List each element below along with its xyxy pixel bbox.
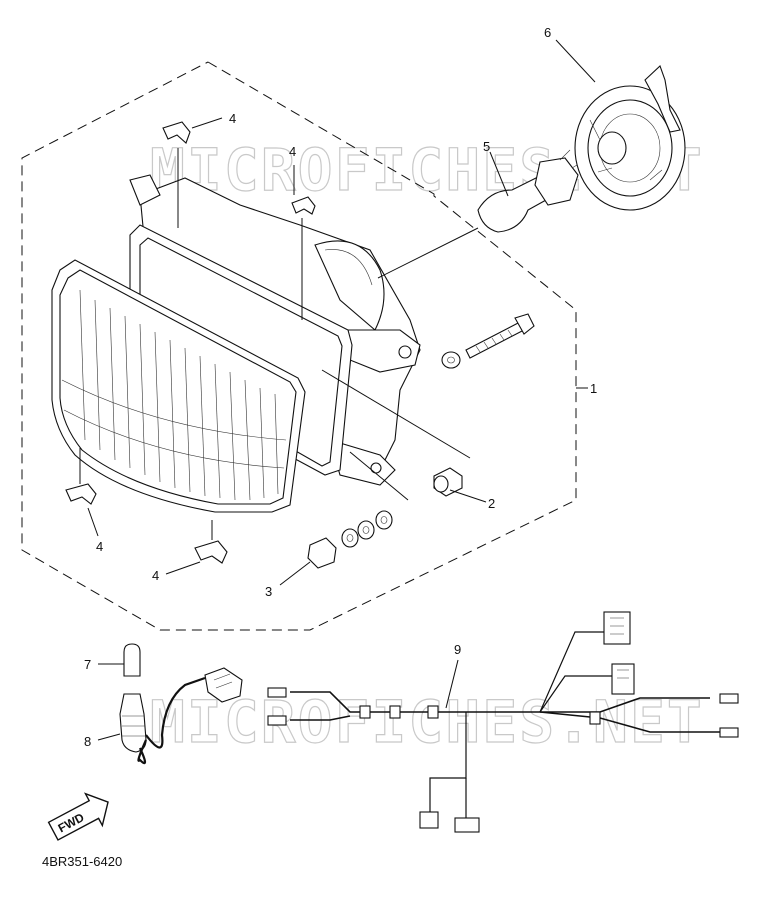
small-bulb: [98, 643, 141, 677]
callout-4-bottom-center: 4: [152, 568, 159, 583]
callout-7: 7: [84, 657, 91, 672]
lens-ribs: [61, 289, 287, 501]
callout-4-top-center: 4: [289, 144, 296, 159]
forward-arrow: FWD: [47, 792, 109, 841]
callout-1: 1: [590, 381, 597, 396]
callout-4-top-left: 4: [229, 111, 236, 126]
washer: [441, 351, 461, 369]
position-bulb-socket: [433, 467, 463, 497]
socket-cord: [97, 667, 243, 765]
assembly-boundary: [21, 61, 577, 631]
callout-9: 9: [454, 642, 461, 657]
grommet-set: [307, 510, 393, 569]
clip-top-left: [162, 121, 191, 144]
callout-6: 6: [544, 25, 551, 40]
clip-bottom-center: [194, 540, 228, 564]
wiring-harness: [267, 611, 739, 833]
callout-5: 5: [483, 139, 490, 154]
clip-bottom-left: [65, 483, 97, 505]
bulb-socket-cover: [574, 65, 686, 211]
diagram-code: 4BR351-6420: [42, 854, 122, 869]
adjusting-screw: [465, 313, 535, 359]
headlight-assembly: [51, 174, 421, 513]
clip-top-center: [291, 196, 316, 215]
leader-lines-upper: [79, 39, 596, 586]
watermark-bottom: MICROFICHES.NET: [150, 688, 704, 756]
headlight-bulb: [477, 149, 583, 233]
callout-8: 8: [84, 734, 91, 749]
callout-2: 2: [488, 496, 495, 511]
callout-4-bottom-left: 4: [96, 539, 103, 554]
callout-3: 3: [265, 584, 272, 599]
